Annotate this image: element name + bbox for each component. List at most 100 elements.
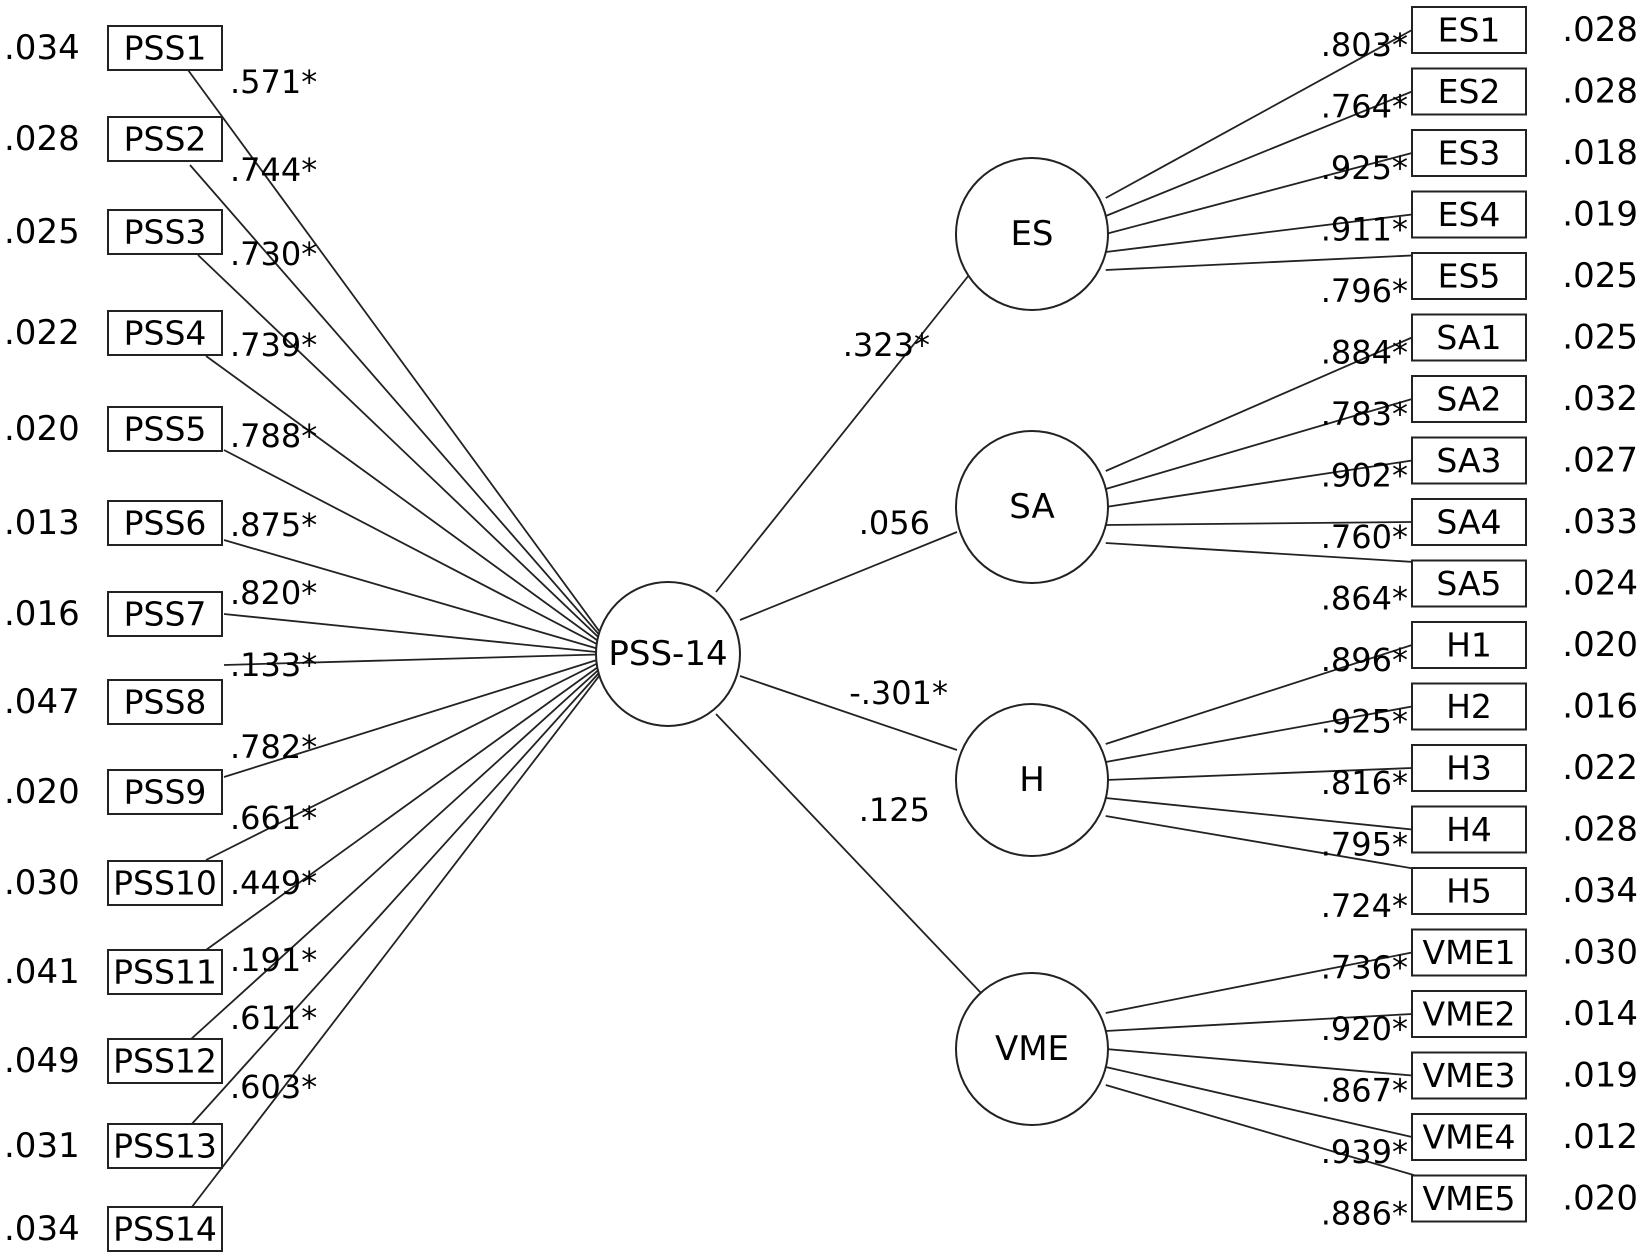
- loading-value-pss5: .788*: [230, 417, 317, 455]
- indicator-box-es5: [1411, 252, 1527, 300]
- factor-node-es: [955, 157, 1109, 311]
- error-variance-pss5: .020: [4, 409, 80, 449]
- indicator-label-vme1: VME1: [1423, 933, 1516, 972]
- indicator-label-pss9: PSS9: [124, 773, 207, 812]
- indicator-label-es5: ES5: [1438, 257, 1501, 296]
- error-variance-pss11: .041: [4, 952, 80, 992]
- loading-value-sa3: .902*: [1321, 457, 1408, 495]
- loading-value-h2: .925*: [1321, 703, 1408, 741]
- loading-value-pss7: .820*: [230, 574, 317, 612]
- loading-value-sa1: .884*: [1321, 334, 1408, 372]
- loading-path-h5: [1105, 815, 1423, 871]
- factor-label-vme: VME: [995, 1029, 1069, 1069]
- loading-path-pss9: [223, 653, 617, 778]
- loading-path-vme3: [1105, 1048, 1413, 1077]
- loading-path-sa5: [1105, 542, 1423, 564]
- indicator-label-pss2: PSS2: [124, 120, 207, 159]
- loading-path-h2: [1105, 705, 1413, 763]
- indicator-box-pss1: [107, 25, 223, 71]
- loading-path-vme4: [1105, 1066, 1413, 1138]
- loading-path-pss13: [189, 653, 617, 1127]
- indicator-label-pss14: PSS14: [113, 1210, 217, 1249]
- loading-path-sa1: [1105, 336, 1413, 472]
- error-variance-es3: .018: [1562, 133, 1638, 173]
- indicator-box-pss9: [107, 769, 223, 815]
- error-variance-vme1: .030: [1562, 933, 1638, 973]
- factor-label-es: ES: [1010, 214, 1053, 254]
- indicator-box-pss8: [107, 679, 223, 725]
- indicator-label-sa3: SA3: [1436, 441, 1501, 480]
- central-latent-node: [595, 581, 741, 727]
- loading-path-pss8: [223, 653, 617, 666]
- indicator-label-h2: H2: [1446, 687, 1492, 726]
- error-variance-pss9: .020: [4, 772, 80, 812]
- loading-value-es5: .796*: [1321, 272, 1408, 310]
- loading-path-vme1: [1105, 951, 1413, 1014]
- error-variance-pss8: .047: [4, 682, 80, 722]
- indicator-box-pss11: [107, 949, 223, 995]
- indicator-label-h4: H4: [1446, 810, 1492, 849]
- indicator-box-sa3: [1411, 436, 1527, 485]
- error-variance-sa5: .024: [1562, 564, 1638, 604]
- loading-path-vme2: [1105, 1013, 1413, 1032]
- loading-value-vme3: .867*: [1321, 1072, 1408, 1110]
- indicator-box-vme1: [1411, 928, 1527, 977]
- error-variance-pss2: .028: [4, 119, 80, 159]
- indicator-box-sa5: [1411, 559, 1527, 608]
- indicator-box-sa1: [1411, 313, 1527, 362]
- indicator-box-sa4: [1411, 498, 1527, 546]
- loading-value-pss3: .730*: [230, 235, 317, 273]
- path-lines: [184, 29, 1423, 1217]
- loading-value-pss4: .739*: [230, 326, 317, 364]
- indicator-box-pss7: [107, 591, 223, 637]
- indicator-label-sa2: SA2: [1436, 380, 1501, 419]
- error-variance-es4: .019: [1562, 195, 1638, 235]
- indicator-label-vme5: VME5: [1423, 1179, 1516, 1218]
- loading-value-vme5: .886*: [1321, 1195, 1408, 1233]
- indicator-box-h1: [1411, 621, 1527, 669]
- loading-path-pss14: [184, 653, 617, 1217]
- indicator-label-vme2: VME2: [1423, 995, 1516, 1034]
- factor-label-sa: SA: [1009, 487, 1054, 527]
- loading-value-pss14: .603*: [230, 1068, 317, 1106]
- loading-value-es1: .803*: [1321, 26, 1408, 64]
- indicator-box-vme3: [1411, 1051, 1527, 1100]
- loading-path-h3: [1105, 767, 1413, 781]
- loading-value-pss11: .449*: [230, 864, 317, 902]
- indicator-box-h2: [1411, 682, 1527, 731]
- indicator-label-pss7: PSS7: [124, 595, 207, 634]
- error-variance-sa2: .032: [1562, 379, 1638, 419]
- indicator-label-pss3: PSS3: [124, 213, 207, 252]
- error-variance-h3: .022: [1562, 748, 1638, 788]
- loading-path-pss4: [205, 355, 617, 655]
- factor-node-sa: [955, 430, 1109, 584]
- error-variance-pss10: .030: [4, 863, 80, 903]
- indicator-label-vme4: VME4: [1423, 1118, 1516, 1157]
- error-variance-h1: .020: [1562, 625, 1638, 665]
- indicator-box-pss4: [107, 310, 223, 356]
- diagram-labels: PSS-14PSS1.571*.034PSS2.744*.028PSS3.730…: [4, 10, 1638, 1249]
- error-variance-sa3: .027: [1562, 441, 1638, 481]
- loading-path-es3: [1105, 152, 1413, 235]
- loading-path-pss5: [223, 449, 617, 655]
- structural-path-sa: [739, 531, 958, 621]
- factor-node-vme: [955, 972, 1109, 1126]
- loading-path-pss3: [197, 254, 617, 655]
- path-coefficient-sa: .056: [859, 504, 930, 542]
- path-coefficient-vme: .125: [859, 791, 930, 829]
- indicator-label-h1: H1: [1446, 626, 1492, 665]
- path-coefficient-h: -.301*: [849, 674, 948, 712]
- path-coefficient-es: .323*: [843, 326, 930, 364]
- loading-value-h5: .724*: [1321, 887, 1408, 925]
- indicator-label-es4: ES4: [1438, 195, 1501, 234]
- error-variance-pss1: .034: [4, 28, 80, 68]
- error-variance-pss4: .022: [4, 313, 80, 353]
- diagram-nodes: [107, 6, 1527, 1252]
- loading-value-sa2: .783*: [1321, 395, 1408, 433]
- loading-value-es2: .764*: [1321, 88, 1408, 126]
- error-variance-h5: .034: [1562, 871, 1638, 911]
- indicator-label-sa4: SA4: [1436, 503, 1501, 542]
- error-variance-vme4: .012: [1562, 1117, 1638, 1157]
- indicator-box-vme4: [1411, 1113, 1527, 1161]
- indicator-box-pss14: [107, 1206, 223, 1252]
